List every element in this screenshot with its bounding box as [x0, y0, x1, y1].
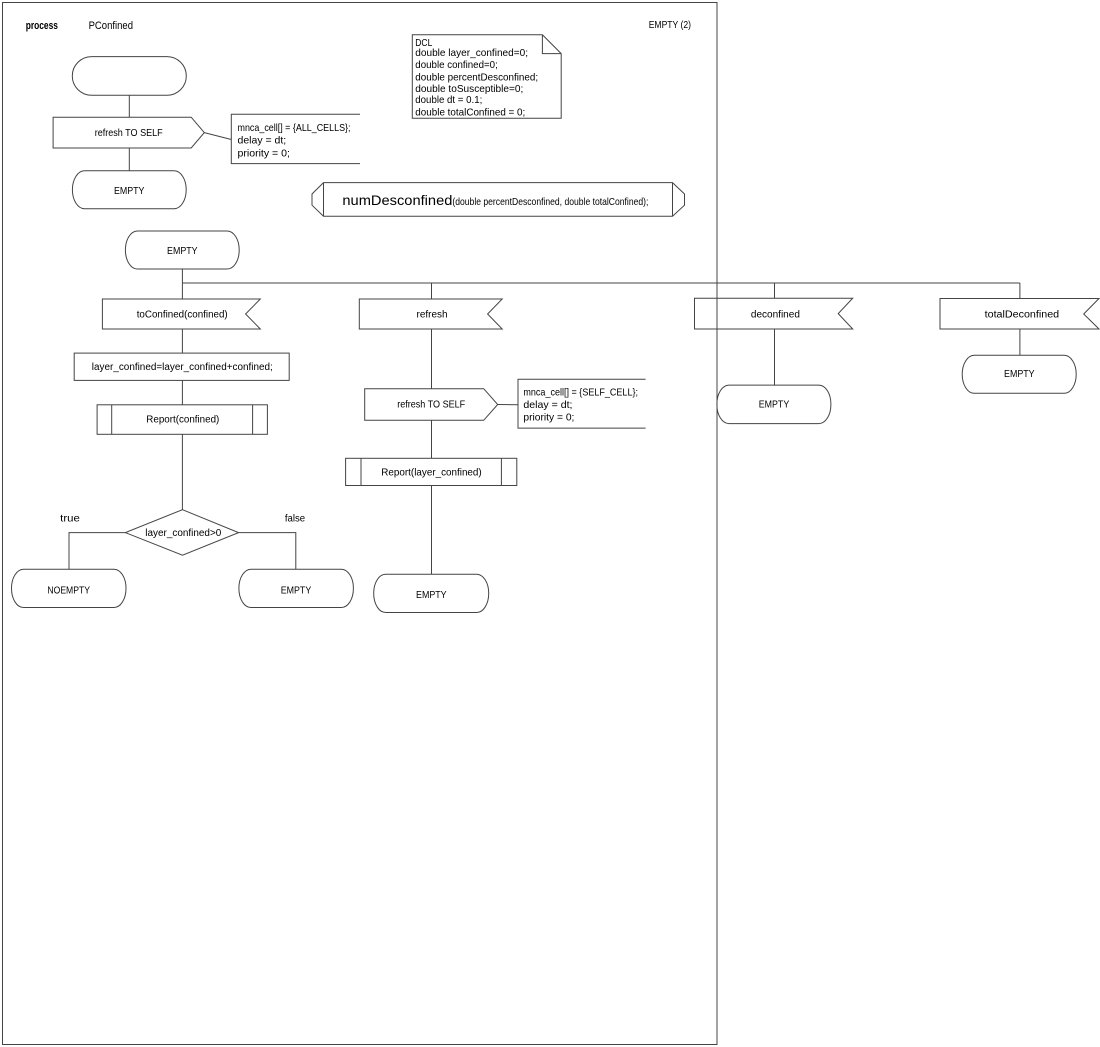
svg-text:double layer_confined=0;: double layer_confined=0; — [415, 47, 528, 59]
svg-text:process: process — [26, 20, 58, 32]
svg-text:Report(layer_confined): Report(layer_confined) — [381, 467, 481, 478]
svg-text:double dt = 0.1;: double dt = 0.1; — [415, 94, 482, 106]
svg-text:refresh TO SELF: refresh TO SELF — [95, 128, 163, 139]
svg-text:totalDeconfined: totalDeconfined — [985, 310, 1060, 321]
svg-text:EMPTY: EMPTY — [416, 590, 447, 601]
svg-text:priority = 0;: priority = 0; — [523, 412, 574, 424]
svg-text:(double percentDesconfined, do: (double percentDesconfined, double total… — [452, 196, 648, 208]
svg-text:EMPTY: EMPTY — [167, 246, 198, 257]
svg-text:toConfined(confined): toConfined(confined) — [137, 310, 228, 321]
svg-text:double confined=0;: double confined=0; — [415, 59, 498, 71]
svg-text:double totalConfined = 0;: double totalConfined = 0; — [415, 107, 525, 119]
svg-text:EMPTY: EMPTY — [114, 186, 145, 197]
svg-text:refresh TO SELF: refresh TO SELF — [397, 400, 465, 411]
svg-text:delay = dt;: delay = dt; — [523, 399, 572, 411]
svg-text:refresh: refresh — [417, 310, 448, 321]
svg-text:priority = 0;: priority = 0; — [238, 147, 290, 159]
svg-text:mnca_cell[] = {SELF_CELL};: mnca_cell[] = {SELF_CELL}; — [523, 386, 638, 398]
svg-text:EMPTY: EMPTY — [1004, 369, 1035, 380]
svg-text:layer_confined=layer_confined+: layer_confined=layer_confined+confined; — [92, 362, 273, 373]
svg-text:Report(confined): Report(confined) — [146, 415, 219, 426]
svg-text:mnca_cell[] = {ALL_CELLS};: mnca_cell[] = {ALL_CELLS}; — [238, 122, 351, 134]
svg-text:EMPTY: EMPTY — [281, 586, 312, 597]
svg-text:double percentDesconfined;: double percentDesconfined; — [415, 71, 538, 83]
svg-text:numDesconfined: numDesconfined — [342, 192, 452, 208]
svg-text:PConfined: PConfined — [89, 20, 133, 32]
svg-text:double toSusceptible=0;: double toSusceptible=0; — [415, 83, 523, 95]
svg-text:deconfined: deconfined — [751, 309, 800, 320]
svg-text:true: true — [60, 514, 80, 525]
svg-text:DCL: DCL — [415, 37, 432, 49]
svg-text:EMPTY (2): EMPTY (2) — [649, 20, 691, 31]
svg-text:EMPTY: EMPTY — [759, 400, 790, 411]
svg-text:delay = dt;: delay = dt; — [238, 135, 287, 147]
svg-text:false: false — [285, 514, 306, 525]
svg-text:layer_confined>0: layer_confined>0 — [145, 528, 221, 539]
svg-text:NOEMPTY: NOEMPTY — [47, 586, 90, 597]
